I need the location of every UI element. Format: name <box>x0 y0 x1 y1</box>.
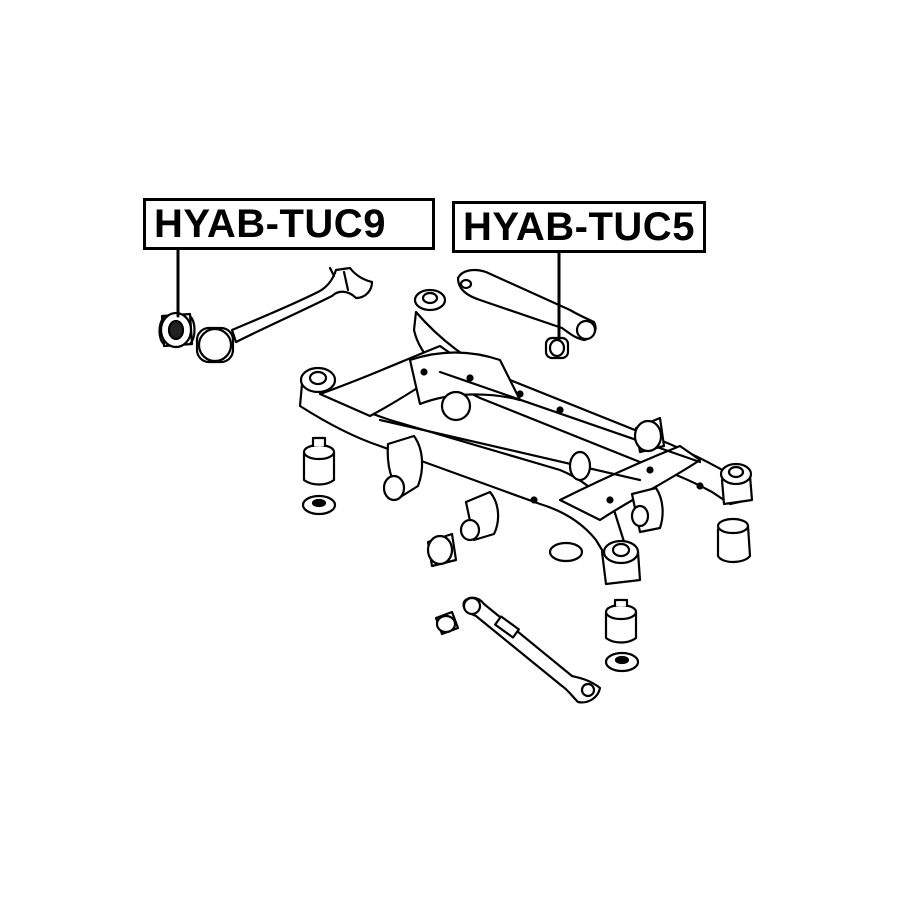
part-label-tuc9: HYAB-TUC9 <box>143 198 435 250</box>
part-label-tuc5: HYAB-TUC5 <box>452 201 706 253</box>
bushing-right-upper <box>633 416 666 454</box>
bushing-left-lower <box>426 532 458 568</box>
body-mount-right <box>604 598 640 673</box>
lower-adjustable-link <box>434 596 602 704</box>
upper-right-trailing-arm <box>456 268 597 360</box>
bushing-right-lower <box>716 517 752 564</box>
upper-left-link-arm <box>195 266 374 364</box>
bushing-tuc9 <box>158 311 196 349</box>
body-mount-left <box>301 436 337 516</box>
subframe-crossmember <box>298 288 754 586</box>
